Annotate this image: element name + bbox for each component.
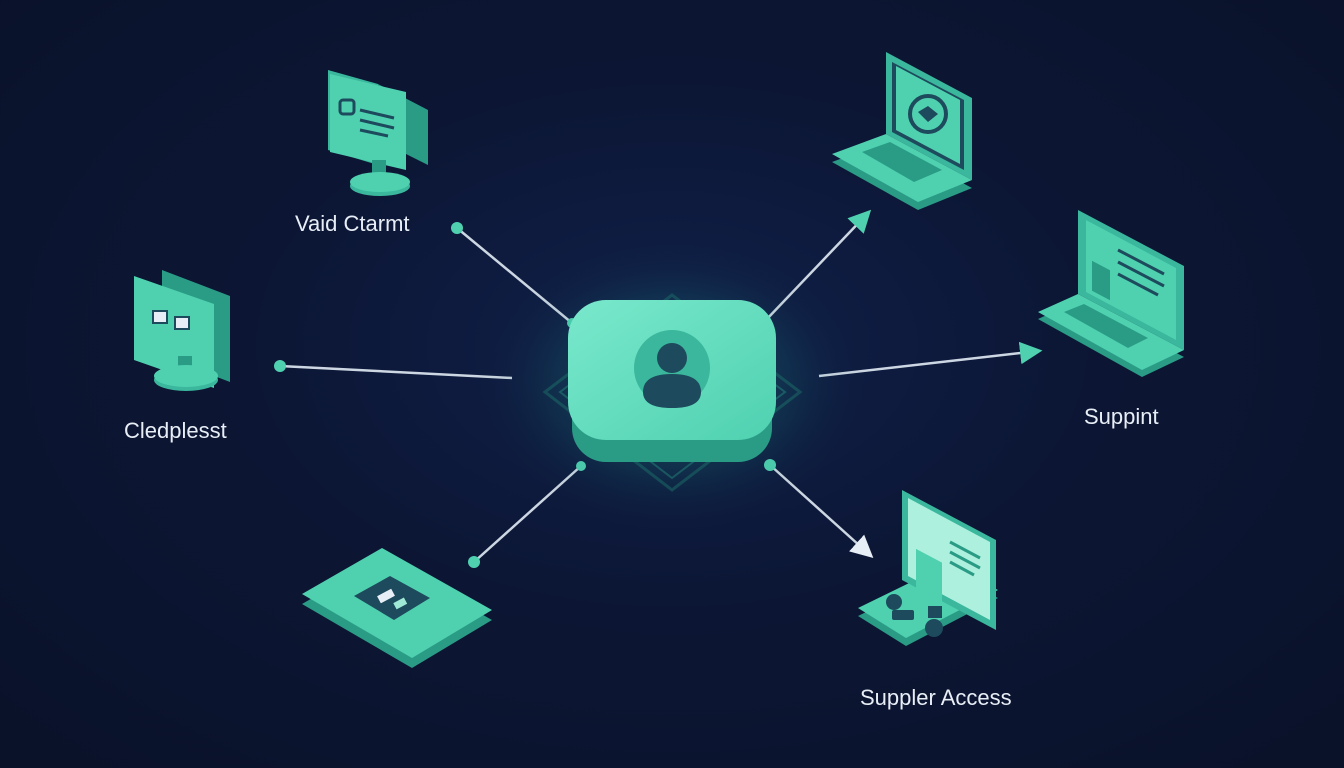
connector-dot [274, 360, 286, 372]
connector-dot [468, 556, 480, 568]
connector-dot [451, 222, 463, 234]
monitor-icon[interactable] [134, 270, 230, 391]
tablet-icon[interactable] [302, 548, 492, 668]
node-label-suppler-access: Suppler Access [860, 685, 1012, 710]
node-label-suppint: Suppint [1084, 404, 1159, 429]
node-label-cledplesst: Cledplesst [124, 418, 227, 443]
laptop-icon[interactable] [1038, 210, 1184, 377]
user-icon [634, 330, 710, 408]
workstation-icon[interactable] [858, 490, 998, 646]
laptop-icon[interactable] [832, 52, 972, 210]
node-label-valid-ctarmt: Vaid Ctarmt [295, 211, 410, 236]
monitor-icon[interactable] [328, 70, 428, 196]
center-node[interactable] [472, 235, 872, 535]
